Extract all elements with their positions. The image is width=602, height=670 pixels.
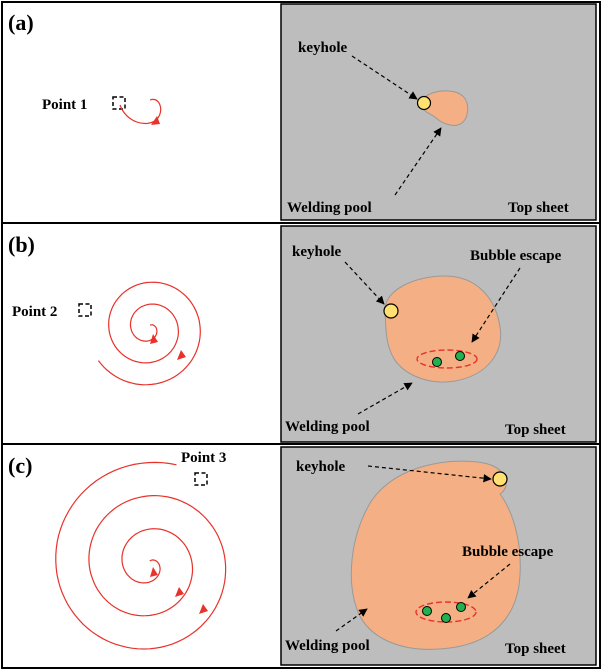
bubble-zone-b [416, 349, 478, 369]
panel-a: (a) Point 1 keyhole Welding pool Top she… [8, 3, 597, 221]
panel-c-label: (c) [8, 453, 32, 478]
scan-arrow-c-2 [175, 587, 184, 597]
scan-arrow-b-1 [150, 334, 158, 344]
bubble-zone-c [415, 601, 477, 623]
panel-c-bubble-label: Bubble escape [462, 544, 554, 560]
point-1-marker [112, 96, 126, 110]
scan-arrow-b-2 [177, 350, 186, 360]
panel-a-point-label: Point 1 [42, 97, 87, 113]
keyhole-b [383, 303, 399, 319]
pool-arrow-c [335, 608, 368, 632]
scan-arrow-c-1 [150, 567, 158, 577]
panel-b-bubble-label: Bubble escape [470, 248, 562, 264]
panel-c-pool-label: Welding pool [285, 638, 370, 654]
scan-path-c [55, 461, 227, 650]
panel-b-sheet-label: Top sheet [505, 422, 566, 438]
bubble-b-2 [455, 351, 465, 361]
panel-a-keyhole-label: keyhole [298, 40, 348, 56]
panel-c-point-label: Point 3 [181, 450, 226, 466]
panel-a-sheet-label: Top sheet [508, 200, 569, 216]
keyhole-arrow-a [351, 55, 418, 100]
pool-arrow-b [357, 382, 413, 415]
scan-arrow-c-3 [199, 604, 208, 614]
panel-b-pool-label: Welding pool [285, 419, 370, 435]
bubble-c-3 [456, 602, 466, 612]
panel-b: (b) Point 2 keyhole Bubble escape Weldin… [8, 225, 597, 443]
bubble-arrow-c [467, 563, 511, 599]
panel-b-label: (b) [8, 232, 35, 257]
panel-a-pool-label: Welding pool [287, 200, 372, 216]
panel-b-keyhole-label: keyhole [292, 244, 342, 260]
point-2-marker [78, 303, 92, 317]
bubble-c-2 [441, 613, 451, 623]
panel-c-sheet-label: Top sheet [505, 641, 566, 657]
scan-path-b [97, 281, 201, 386]
scan-arrow-a [151, 116, 160, 125]
welding-pool-a [421, 90, 469, 126]
bubble-b-1 [432, 357, 442, 367]
panel-c: (c) Point 3 keyhole Bubble escape Weldin… [8, 446, 597, 666]
point-3-marker [194, 472, 208, 486]
welding-pool-b [384, 275, 502, 383]
keyhole-arrow-b [344, 261, 385, 305]
keyhole-a [416, 95, 432, 111]
bubble-c-1 [422, 606, 432, 616]
panel-a-label: (a) [8, 10, 34, 35]
panel-b-point-label: Point 2 [12, 304, 57, 320]
panel-c-keyhole-label: keyhole [296, 459, 346, 475]
bubble-arrow-b [471, 267, 521, 343]
keyhole-c [492, 471, 508, 487]
